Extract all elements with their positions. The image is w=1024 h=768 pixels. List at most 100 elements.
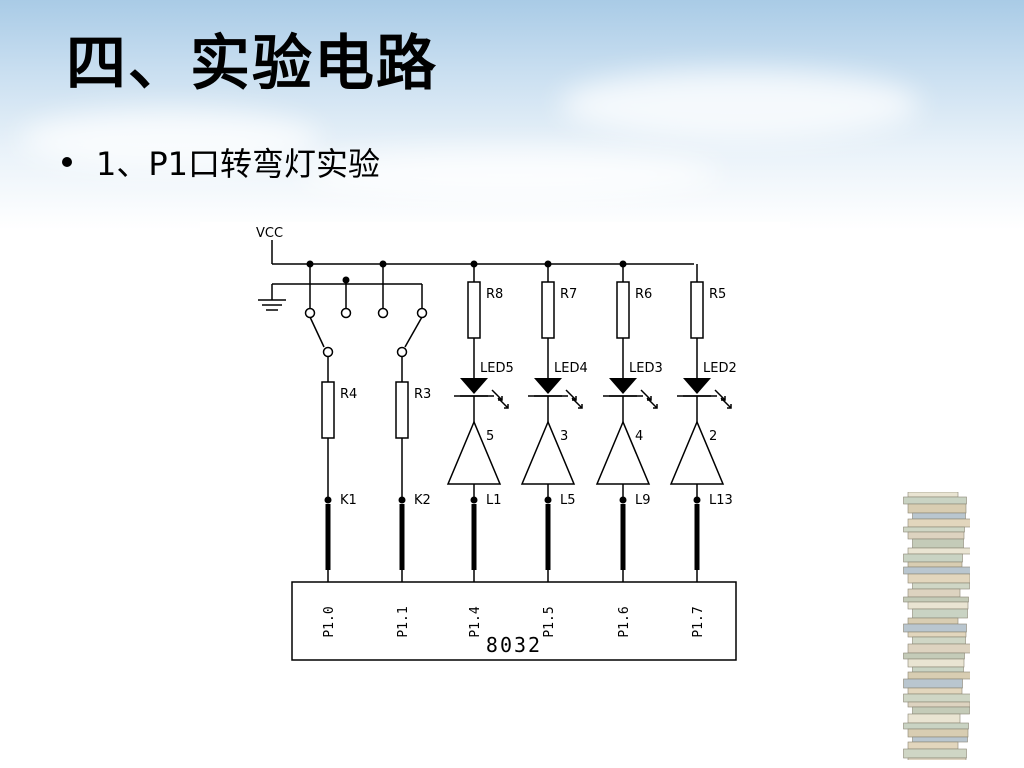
book [903,566,970,575]
chip-body [291,581,737,661]
gate-number: 2 [709,429,717,444]
book [903,693,970,703]
book [907,561,963,568]
book [903,553,963,563]
resistor-label: R8 [486,287,503,302]
book [912,666,964,673]
book [907,741,959,750]
cloud [300,150,720,200]
arrow-head [727,404,732,409]
pin-label: P1.7 [691,606,706,637]
led-diode-icon [460,378,488,394]
book [912,608,968,619]
led-diode-icon [534,378,562,394]
gate-number: 4 [635,429,643,444]
resistor-label: R6 [635,287,652,302]
book [907,601,969,610]
circuit-svg: R4K1P1.0R3K2P1.1R8LED55L1P1.4R7LED43L5P1… [256,226,737,661]
arrow-head [721,396,726,401]
vcc-label: VCC [256,226,283,241]
led-diode-icon [609,378,637,394]
book [907,701,970,708]
book [907,617,959,625]
port-junction [398,496,406,504]
book-stack-image [903,492,970,760]
slide-title: 四、实验电路 [66,29,438,99]
book [912,582,970,590]
arrow-head [498,396,503,401]
resistor-label: R7 [560,287,577,302]
resistor-r7 [541,281,555,339]
book [907,687,963,695]
pin-label: P1.6 [617,606,632,637]
book [912,706,970,715]
gate-number: 3 [560,429,568,444]
book [903,623,967,633]
book [907,547,970,555]
bullet-item: 1、P1口转弯灯实验 [62,148,380,180]
light-arrow-icon [491,389,503,401]
port-junction [544,496,552,504]
pin-label: P1.5 [542,606,557,637]
resistor-r3 [395,381,409,439]
port-label: L9 [635,493,651,508]
light-arrow-icon [565,389,577,401]
book [907,713,961,724]
junction-dots [306,260,627,284]
resistor-label: R4 [340,387,357,402]
resistor-label: R5 [709,287,726,302]
arrow-head [653,404,658,409]
resistor-r6 [616,281,630,339]
led-label: LED3 [629,361,663,376]
arrow-head [647,396,652,401]
circuit-components: R4K1P1.0R3K2P1.1R8LED55L1P1.4R7LED43L5P1… [321,264,737,638]
port-junction [619,496,627,504]
bullet-text: 1、P1口转弯灯实验 [96,145,381,183]
book [907,658,965,668]
pin-label: P1.0 [322,606,337,637]
port-label: K2 [414,493,431,508]
book [912,512,966,520]
port-junction [470,496,478,504]
book [907,643,970,654]
book [907,757,967,760]
book [903,496,967,505]
book [907,728,969,738]
port-label: L5 [560,493,576,508]
light-arrow-icon [640,389,652,401]
port-label: K1 [340,493,357,508]
book [912,636,966,645]
light-arrow-icon [714,389,726,401]
book [907,531,965,540]
book [903,596,969,603]
book [912,538,964,549]
port-junction [324,496,332,504]
switch-contacts [304,307,428,358]
chip-label: 8032 [486,633,542,657]
arrow-head [572,396,577,401]
resistor-label: R3 [414,387,431,402]
port-junction [693,496,701,504]
book [903,526,965,533]
book [903,722,969,730]
book [903,748,967,759]
book [907,518,970,528]
book [903,652,965,660]
gate-number: 5 [486,429,494,444]
book [907,503,967,514]
bullet-dot-icon [62,157,72,167]
book [907,588,961,598]
book [907,492,959,498]
pin-label: P1.1 [396,606,411,637]
book [907,631,967,638]
led-label: LED4 [554,361,588,376]
book [907,573,970,584]
book [903,678,963,689]
resistor-r8 [467,281,481,339]
led-label: LED2 [703,361,737,376]
port-label: L1 [486,493,502,508]
led-label: LED5 [480,361,514,376]
led-diode-icon [683,378,711,394]
resistor-r5 [690,281,704,339]
